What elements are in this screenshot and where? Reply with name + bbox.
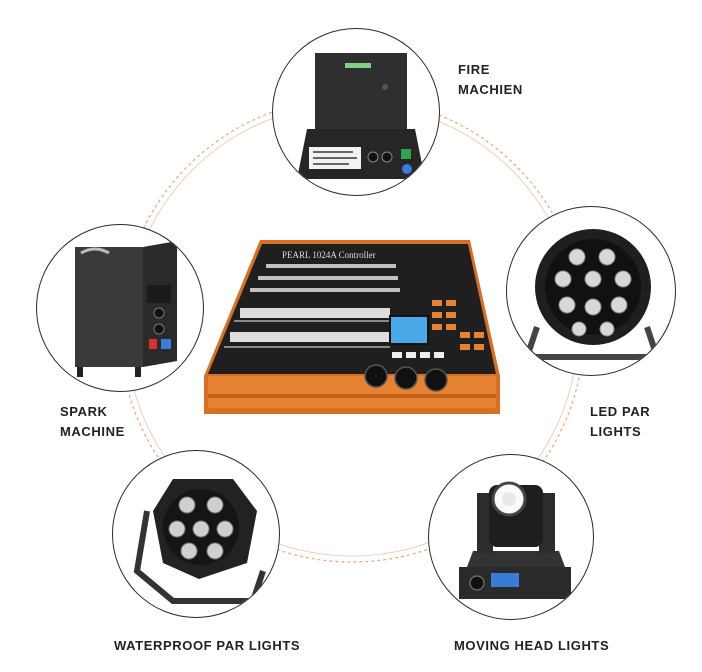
led-par-image <box>522 229 662 360</box>
dmx-console-image: PEARL 1024A Controller <box>204 240 500 414</box>
fire-machine-label-line1: FIRE <box>458 62 491 77</box>
led-par-label: LED PAR LIGHTS <box>590 402 650 442</box>
console-model-text: PEARL 1024A Controller <box>282 250 376 260</box>
led-par-node <box>506 206 676 376</box>
moving-head-image <box>459 481 571 599</box>
waterproof-par-label-text: WATERPROOF PAR LIGHTS <box>114 638 301 653</box>
waterproof-par-node <box>112 450 280 618</box>
spark-machine-label-line1: SPARK <box>60 404 108 419</box>
fire-machine-image <box>297 53 425 179</box>
spark-machine-label-line2: MACHINE <box>60 424 125 439</box>
spark-machine-label: SPARK MACHINE <box>60 402 125 442</box>
fire-machine-node <box>272 28 440 196</box>
spark-machine-image <box>75 241 177 377</box>
moving-head-node <box>428 454 594 620</box>
led-par-label-line2: LIGHTS <box>590 424 642 439</box>
fire-machine-label: FIRE MACHIEN <box>458 60 523 100</box>
moving-head-label-text: MOVING HEAD LIGHTS <box>454 638 610 653</box>
moving-head-label: MOVING HEAD LIGHTS <box>454 636 609 656</box>
waterproof-par-label: WATERPROOF PAR LIGHTS <box>114 636 300 656</box>
fire-machine-label-line2: MACHIEN <box>458 82 523 97</box>
spark-machine-node <box>36 224 204 392</box>
led-par-label-line1: LED PAR <box>590 404 651 419</box>
waterproof-par-image <box>133 479 266 604</box>
